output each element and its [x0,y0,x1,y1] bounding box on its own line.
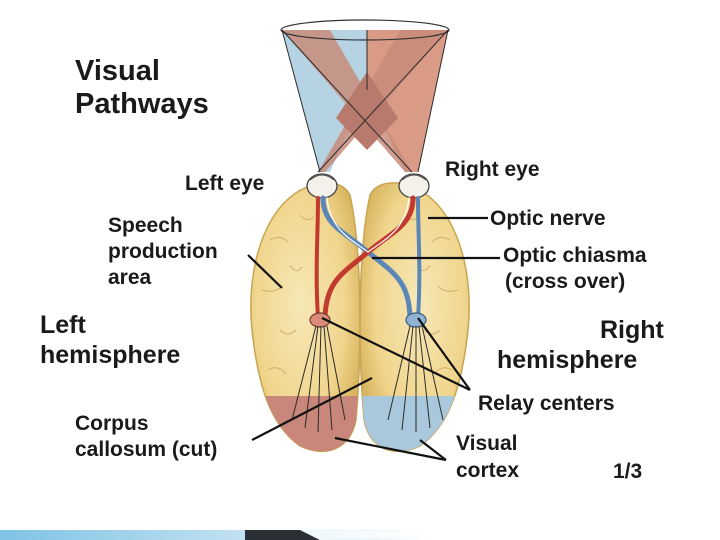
speech-area-label-line-1: Speech [108,214,183,237]
left-hemisphere-label-line-2: hemisphere [40,341,180,369]
speech-area-label-line-3: area [108,266,152,289]
left-visual-cortex-region [250,396,360,452]
optic-chiasma-label-line-2: (cross over) [505,270,625,293]
title-line-2: Pathways [75,88,209,120]
visual-cortex-label-line-2: cortex [456,459,519,482]
speech-area-label-line-2: production [108,240,218,263]
optic-nerve-label: Optic nerve [490,207,606,230]
relay-centers-label: Relay centers [478,392,615,415]
right-visual-cortex-region [360,396,470,452]
brain [250,182,470,453]
left-relay-center [309,312,331,328]
corpus-callosum-label-line-1: Corpus [75,412,149,435]
pointer-lines [247,216,500,462]
left-eye-label: Left eye [185,172,264,195]
visual-cortex-label-line-1: Visual [456,432,517,455]
page-number: 1/3 [613,460,642,483]
right-hemisphere-label-line-1: Right [600,316,665,344]
left-eye [306,173,338,199]
right-hemisphere-label-line-2: hemisphere [497,346,637,374]
optic-pathways [291,195,444,433]
corpus-callosum-label-line-2: callosum (cut) [75,438,217,461]
title-line-1: Visual [75,55,160,87]
field-top-ellipse [280,19,450,41]
visual-field-cones [280,19,450,173]
field-overlap-diamond [336,72,398,150]
slide-footer-bar [0,530,430,540]
right-eye-label: Right eye [445,158,540,181]
right-eye [398,173,430,199]
optic-chiasma-label-line-1: Optic chiasma [503,244,647,267]
left-hemisphere-label-line-1: Left [40,311,87,339]
